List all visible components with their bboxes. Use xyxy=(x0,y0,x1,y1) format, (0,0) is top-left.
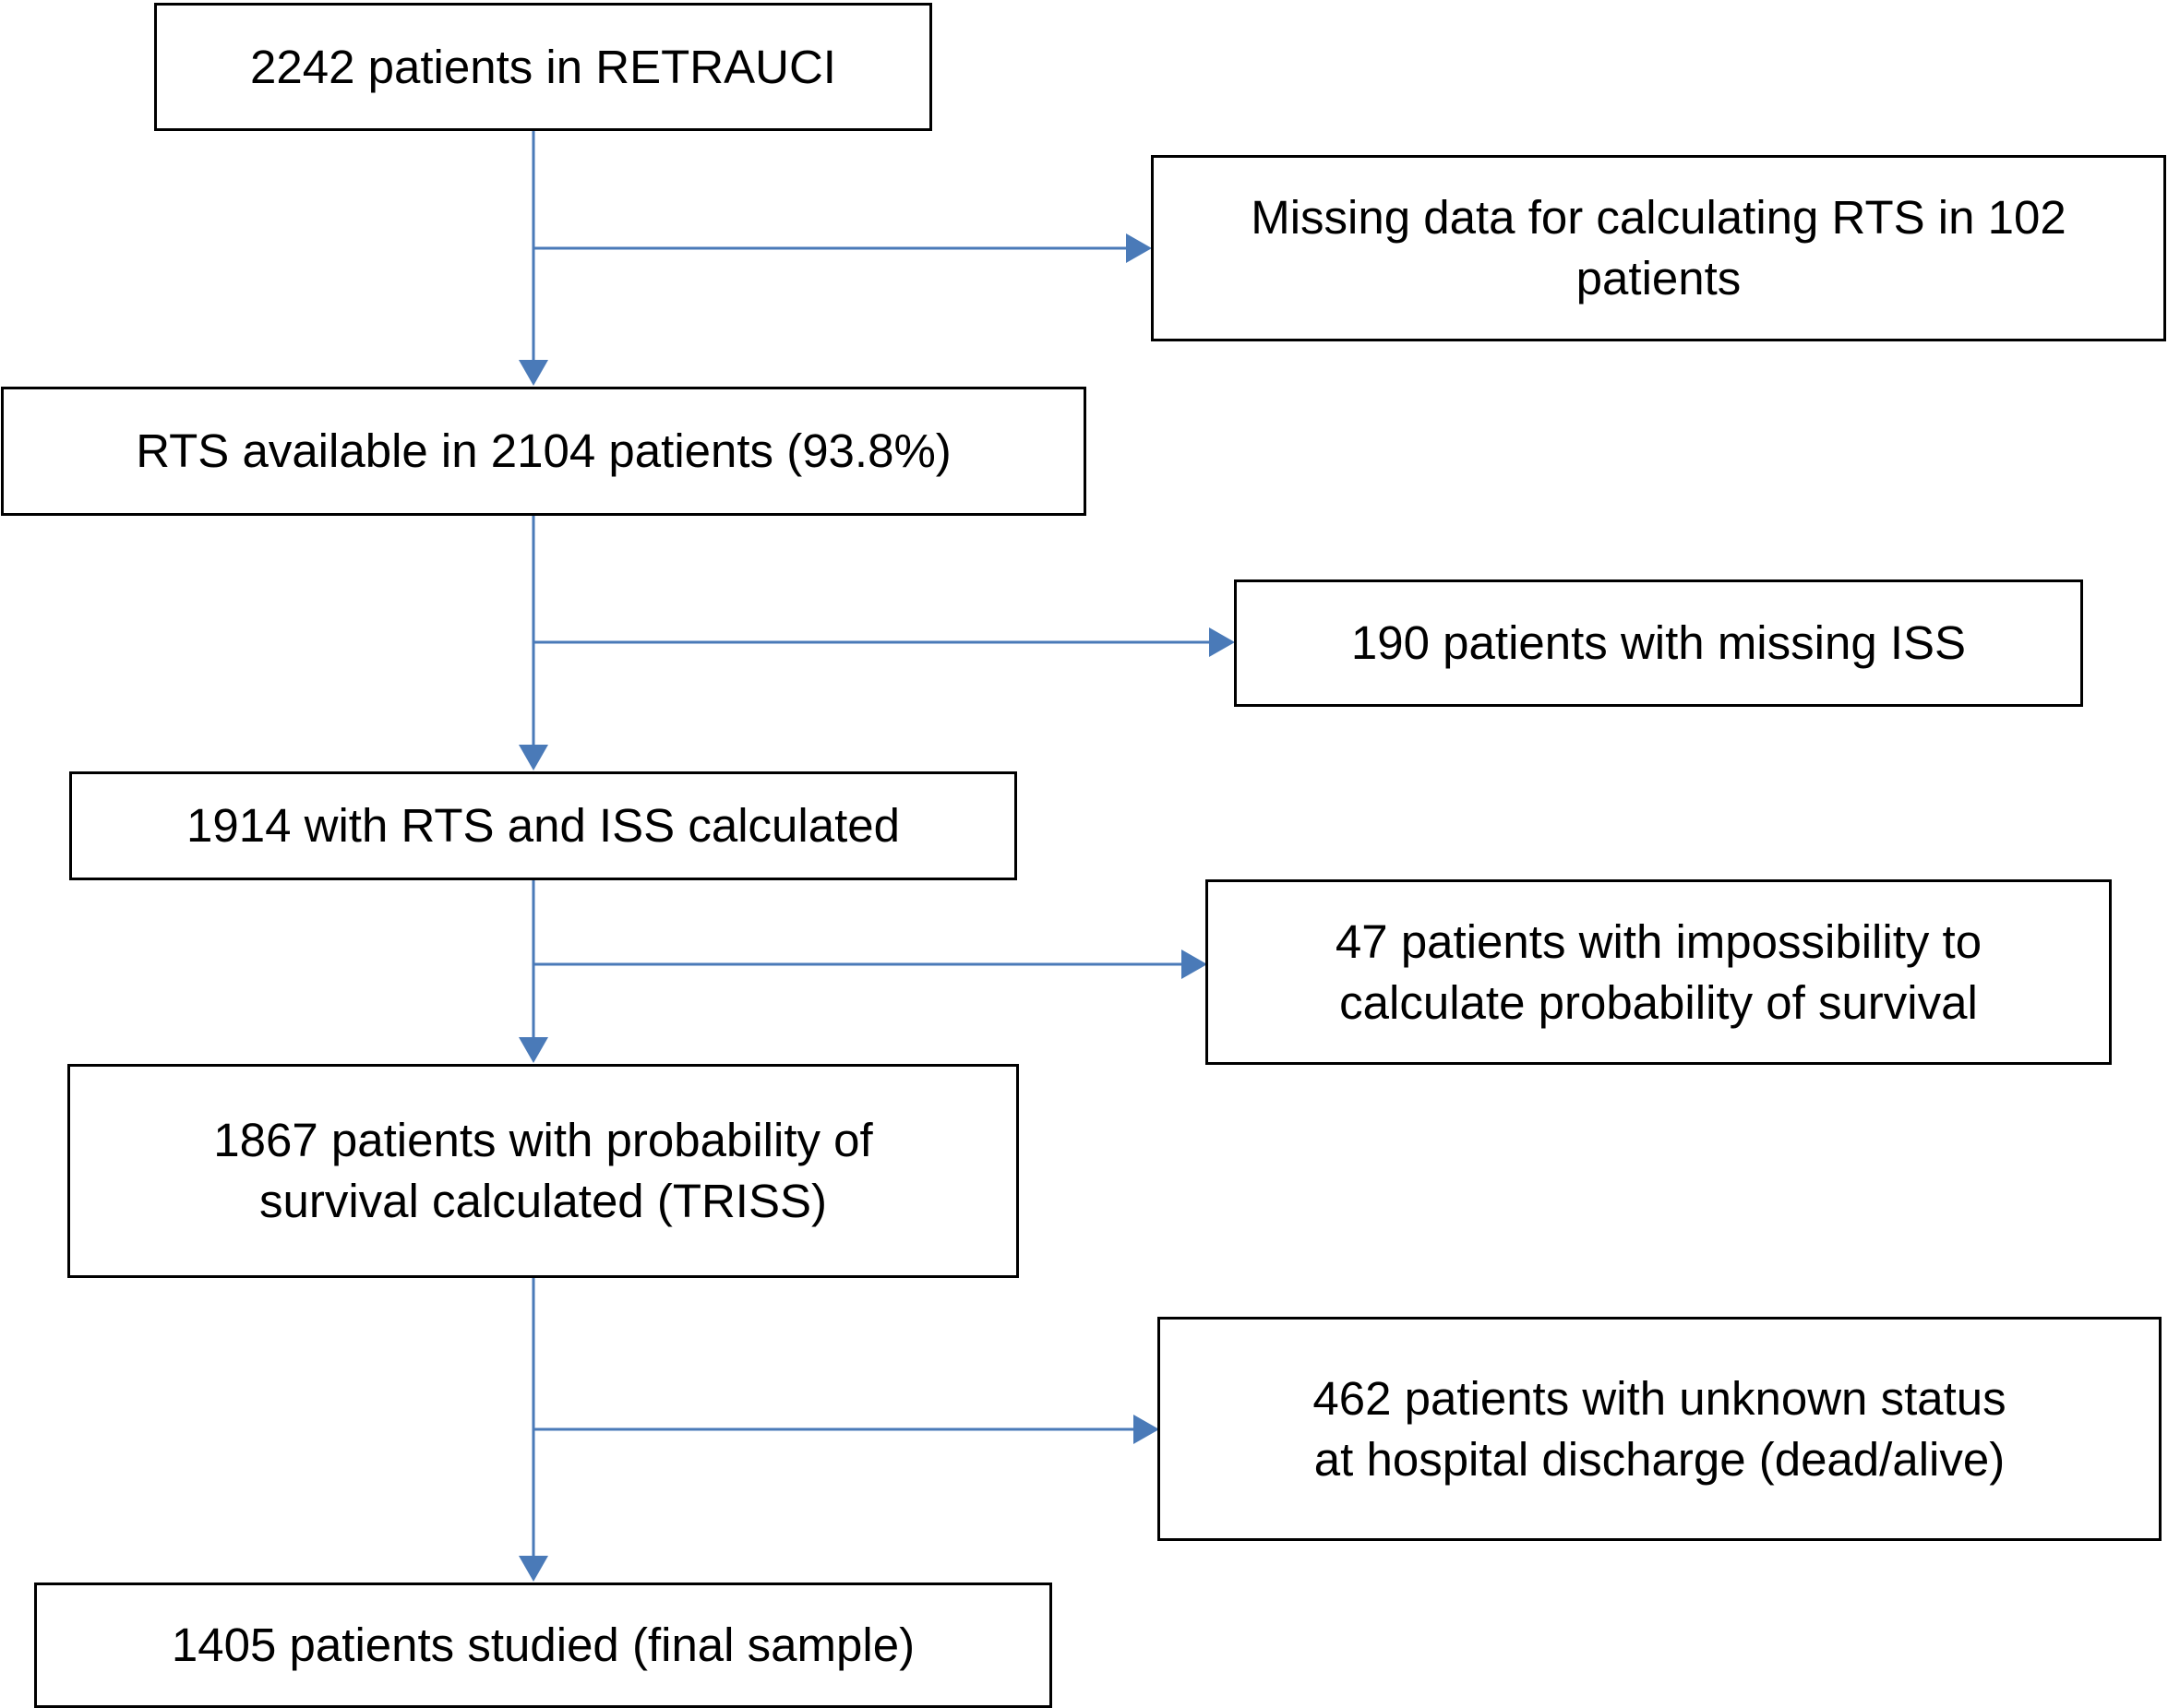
exclusion-no-probability-box: 47 patients with impossibility to calcul… xyxy=(1205,879,2112,1065)
exclusion-missing-iss-text: 190 patients with missing ISS xyxy=(1350,616,1967,669)
step-rts-iss-text: 1914 with RTS and ISS calculated xyxy=(186,799,901,852)
arrowhead-right-4 xyxy=(1133,1415,1159,1444)
step-triss-text: 1867 patients with probability of surviv… xyxy=(213,1114,873,1227)
exclusion-missing-iss-box: 190 patients with missing ISS xyxy=(1234,579,2083,707)
step-final-sample-text: 1405 patients studied (final sample) xyxy=(171,1618,916,1671)
arrowhead-down-3 xyxy=(519,1037,548,1063)
arrowhead-down-1 xyxy=(519,360,548,386)
arrowhead-down-4 xyxy=(519,1556,548,1582)
exclusion-missing-rts-box: Missing data for calculating RTS in 102 … xyxy=(1151,155,2166,341)
arrowhead-right-3 xyxy=(1181,950,1207,979)
step-rts-available-box: RTS available in 2104 patients (93.8%) xyxy=(1,387,1086,516)
arrowhead-right-1 xyxy=(1126,233,1152,263)
step-rts-iss-box: 1914 with RTS and ISS calculated xyxy=(69,771,1017,880)
step-triss-box: 1867 patients with probability of surviv… xyxy=(67,1064,1019,1278)
exclusion-unknown-status-box: 462 patients with unknown status at hosp… xyxy=(1157,1317,2162,1541)
step-rts-available-text: RTS available in 2104 patients (93.8%) xyxy=(136,424,952,477)
step-retrauci-text: 2242 patients in RETRAUCI xyxy=(250,40,836,93)
arrowhead-down-2 xyxy=(519,745,548,770)
exclusion-unknown-status-text: 462 patients with unknown status at hosp… xyxy=(1312,1371,2006,1486)
step-retrauci-box: 2242 patients in RETRAUCI xyxy=(154,3,932,131)
exclusion-no-probability-text: 47 patients with impossibility to calcul… xyxy=(1335,914,1982,1029)
step-final-sample-box: 1405 patients studied (final sample) xyxy=(34,1583,1052,1708)
exclusion-missing-rts-text: Missing data for calculating RTS in 102 … xyxy=(1251,191,2066,305)
arrowhead-right-2 xyxy=(1209,627,1235,657)
